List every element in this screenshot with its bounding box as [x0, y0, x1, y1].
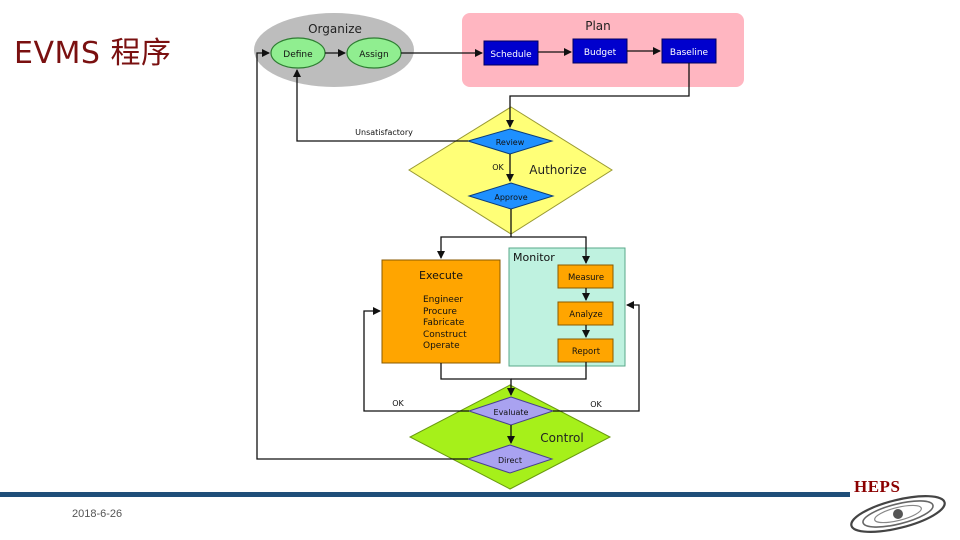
connector-ok-left: [363, 307, 469, 412]
schedule-node[interactable]: [483, 40, 539, 66]
authorize-group: Authorize Review Approve OK Unsatisfacto…: [355, 106, 613, 235]
plan-group: Plan Schedule Budget Baseline: [462, 13, 744, 87]
connector-direct-define: [256, 49, 468, 460]
monitor-group: Monitor Measure Analyze Report: [508, 247, 626, 367]
execute-item: Construct: [423, 330, 467, 340]
connector-baseline-review: [506, 63, 690, 128]
execute-item: Operate: [423, 341, 460, 351]
organize-group: Organize Define Assign: [254, 13, 414, 87]
slide-title: EVMS 程序: [14, 36, 172, 71]
unsatisfactory-label: Unsatisfactory: [355, 128, 413, 137]
plan-label: Plan: [585, 19, 611, 33]
direct-label: Direct: [498, 456, 522, 465]
schedule-label: Schedule: [490, 50, 532, 60]
connector-to-measure: [511, 236, 590, 264]
execute-label: Execute: [419, 269, 463, 282]
control-ok-left-label: OK: [392, 399, 404, 408]
direct-diamond[interactable]: [466, 444, 554, 474]
heps-logo-text: HEPS: [854, 477, 901, 496]
budget-label: Budget: [584, 48, 617, 58]
heps-logo-icon: [850, 495, 946, 533]
report-label: Report: [572, 347, 601, 357]
connector-to-execute: [437, 236, 511, 259]
baseline-label: Baseline: [670, 48, 709, 58]
control-label: Control: [540, 431, 583, 445]
connector-execute-evaluate: [440, 363, 515, 396]
footer-date: 2018-6-26: [72, 508, 123, 520]
connector-ok-right: [553, 301, 640, 412]
footer-bar: [0, 492, 850, 497]
baseline-node[interactable]: [661, 38, 717, 64]
measure-label: Measure: [568, 273, 604, 283]
execute-box[interactable]: [381, 259, 501, 364]
organize-label: Organize: [308, 22, 362, 36]
execute-item: Fabricate: [423, 318, 465, 328]
define-label: Define: [283, 50, 313, 60]
control-ok-right-label: OK: [590, 400, 602, 409]
connector-report-evaluate: [511, 362, 587, 380]
connectors: [256, 47, 690, 460]
evaluate-label: Evaluate: [494, 408, 529, 417]
execute-group: Execute Engineer Procure Fabricate Const…: [381, 259, 501, 364]
execute-item: Engineer: [423, 295, 463, 305]
connector-unsatisfactory: [293, 69, 468, 142]
monitor-label: Monitor: [513, 251, 555, 264]
assign-label: Assign: [359, 50, 388, 60]
authorize-label: Authorize: [529, 163, 586, 177]
control-group: Control Evaluate Direct OK OK: [392, 384, 612, 490]
analyze-label: Analyze: [569, 310, 603, 320]
authorize-ok-label: OK: [492, 163, 504, 172]
execute-item: Procure: [423, 307, 457, 317]
review-label: Review: [496, 138, 525, 147]
approve-label: Approve: [494, 193, 527, 202]
